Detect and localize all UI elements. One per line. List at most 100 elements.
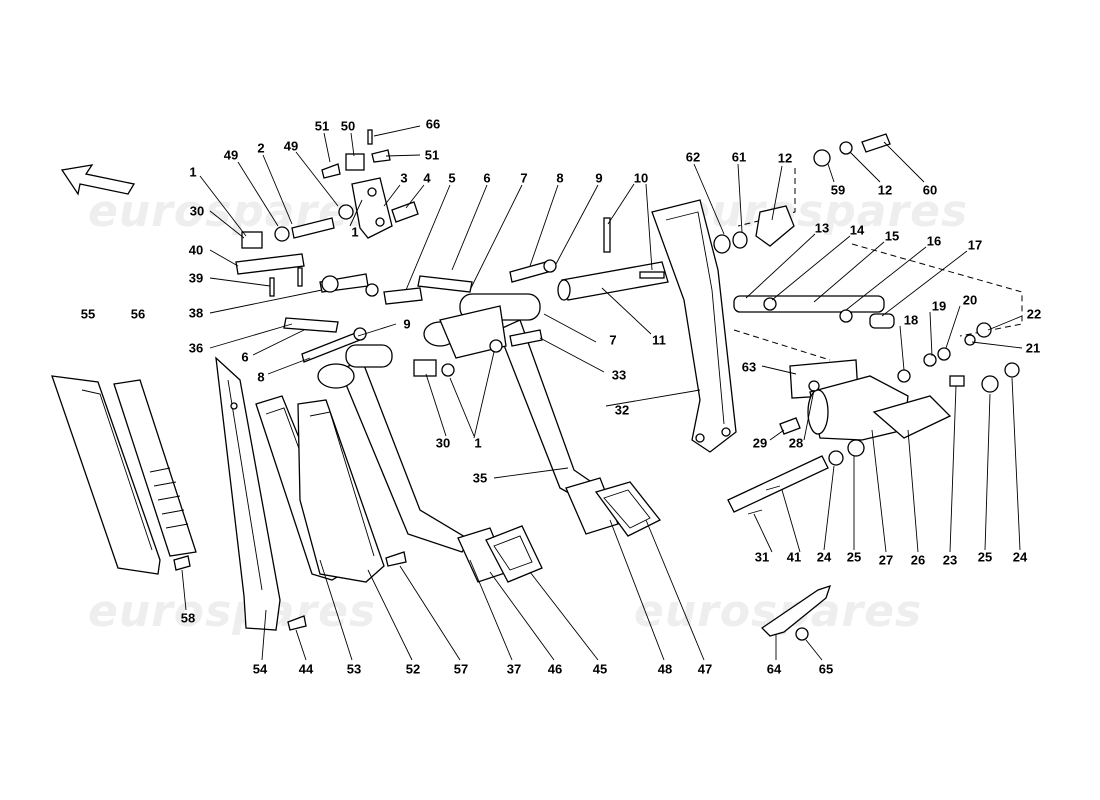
part-number-label: 7 xyxy=(520,170,528,186)
part-number-label: 35 xyxy=(472,470,488,486)
brake-pedal-tube xyxy=(345,344,393,368)
bolt-29 xyxy=(779,417,801,435)
bolt-60 xyxy=(861,133,891,153)
part-number-label: 57 xyxy=(453,661,469,677)
part-number-label: 63 xyxy=(741,359,757,375)
pin-31 xyxy=(747,485,781,515)
part-number-label: 31 xyxy=(754,549,770,565)
dashed-boundary xyxy=(733,329,831,361)
brake-pedal-hub xyxy=(317,363,355,389)
part-number-label: 37 xyxy=(506,661,522,677)
part-number-label: 17 xyxy=(967,237,983,253)
part-number-label: 5 xyxy=(448,170,456,186)
washer-28 xyxy=(808,380,820,392)
part-number-label: 26 xyxy=(910,552,926,568)
part-number-label: 19 xyxy=(931,298,947,314)
trim-panel-56-hatch xyxy=(149,467,189,529)
pin-66 xyxy=(367,129,373,145)
part-number-label: 49 xyxy=(223,147,239,163)
pedal-cover-52 xyxy=(297,399,385,583)
part-number-label: 6 xyxy=(483,170,491,186)
bush-25b xyxy=(847,439,865,457)
washer-1 xyxy=(441,363,455,377)
clip-50 xyxy=(345,153,365,171)
bush-25a xyxy=(981,375,999,393)
part-number-label: 49 xyxy=(283,138,299,154)
part-number-label: 16 xyxy=(926,233,942,249)
watermark-text: eurospares xyxy=(88,586,377,637)
part-number-label: 8 xyxy=(257,369,265,385)
part-number-label: 33 xyxy=(611,367,627,383)
part-number-label: 41 xyxy=(786,549,802,565)
pedal-pad-45 xyxy=(485,525,543,583)
part-number-label: 21 xyxy=(1025,340,1041,356)
part-number-label: 24 xyxy=(1012,549,1028,565)
washer-12 xyxy=(839,141,853,155)
part-number-label: 44 xyxy=(298,661,314,677)
washer-22 xyxy=(976,322,992,338)
bolt-44 xyxy=(287,615,307,631)
bracket-64 xyxy=(760,584,832,637)
pin-39b xyxy=(297,267,303,287)
washer-20 xyxy=(937,347,951,361)
nut-65 xyxy=(795,627,809,641)
part-number-label: 45 xyxy=(592,661,608,677)
part-number-label: 25 xyxy=(977,549,993,565)
part-number-label: 28 xyxy=(788,435,804,451)
clip-30 xyxy=(241,231,263,249)
part-number-label: 46 xyxy=(547,661,563,677)
nut-18 xyxy=(897,369,911,383)
washer-21 xyxy=(964,334,976,346)
bracket-12 xyxy=(755,205,795,247)
part-number-label: 38 xyxy=(188,305,204,321)
part-number-label: 55 xyxy=(80,306,96,322)
part-number-label: 8 xyxy=(556,170,564,186)
part-number-label: 7 xyxy=(609,332,617,348)
cylinder-body-26 xyxy=(872,395,952,439)
trim-panel-55-inner xyxy=(81,389,153,551)
part-number-label: 3 xyxy=(400,170,408,186)
nut-9 xyxy=(543,259,557,273)
bracket-54-inner xyxy=(227,379,263,591)
part-number-label: 51 xyxy=(424,147,440,163)
pin-2 xyxy=(291,217,335,239)
part-number-label: 11 xyxy=(652,332,666,348)
nut-19 xyxy=(923,353,937,367)
part-number-label: 56 xyxy=(130,306,146,322)
part-number-label: 36 xyxy=(188,340,204,356)
bush-62 xyxy=(713,234,731,254)
part-number-label: 27 xyxy=(878,552,894,568)
part-number-label: 48 xyxy=(657,661,673,677)
part-number-label: 13 xyxy=(814,220,830,236)
shaft-41 xyxy=(727,455,829,513)
part-number-label: 59 xyxy=(830,182,846,198)
spring-8 xyxy=(509,261,549,283)
bracket-54 xyxy=(215,356,281,631)
part-number-label: 64 xyxy=(766,661,782,677)
part-number-label: 20 xyxy=(962,292,978,308)
part-number-label: 9 xyxy=(595,170,603,186)
bush-4 xyxy=(391,201,419,223)
rod-13-17 xyxy=(733,295,885,313)
clutch-pedal-arm xyxy=(497,319,608,507)
clip-30-lower xyxy=(413,359,437,377)
part-number-label: 2 xyxy=(257,140,265,156)
nut-23 xyxy=(949,375,965,387)
part-number-label: 50 xyxy=(340,118,356,134)
part-number-label: 18 xyxy=(903,312,919,328)
part-number-label: 4 xyxy=(423,170,431,186)
direction-arrow-icon xyxy=(60,164,136,196)
part-number-label: 61 xyxy=(731,149,747,165)
part-number-label: 58 xyxy=(180,610,196,626)
part-number-label: 12 xyxy=(777,150,793,166)
part-number-label: 47 xyxy=(697,661,713,677)
part-number-label: 52 xyxy=(405,661,421,677)
bolt-33 xyxy=(509,329,543,347)
bolt-51a xyxy=(321,163,341,179)
part-number-label: 1 xyxy=(189,164,197,180)
part-number-label: 15 xyxy=(884,228,900,244)
spring-36 xyxy=(283,317,339,333)
bolt-5 xyxy=(383,287,423,305)
part-number-label: 29 xyxy=(752,435,768,451)
part-number-label: 32 xyxy=(614,402,630,418)
